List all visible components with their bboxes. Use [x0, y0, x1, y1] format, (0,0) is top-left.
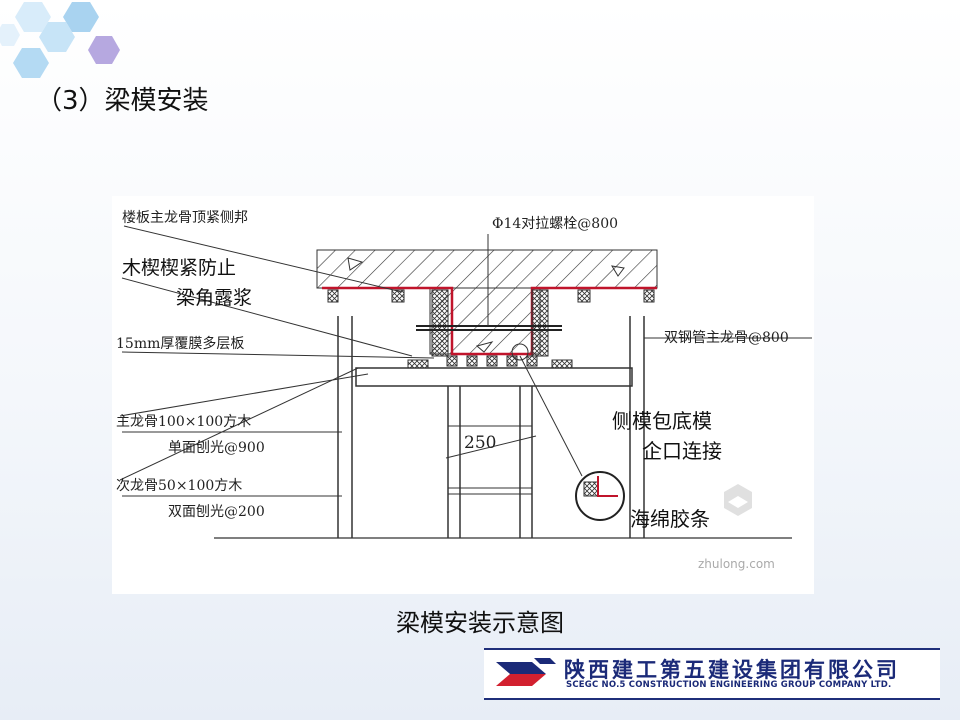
company-name-cn: 陕西建工第五建设集团有限公司: [564, 658, 900, 682]
main-timber: [355, 367, 633, 387]
watermark-text: zhulong.com: [698, 557, 775, 571]
label-steel-pipe: 双钢管主龙骨@800: [664, 330, 789, 346]
formwork-plywood: [322, 286, 657, 356]
dimension-label: 250: [464, 433, 496, 453]
label-side-1: 侧模包底模: [612, 409, 712, 433]
label-slab-joist: 楼板主龙骨顶紧侧邦: [122, 210, 248, 226]
company-logo-icon: [496, 658, 556, 686]
label-sponge: 海绵胶条: [630, 507, 710, 531]
label-side-2: 企口连接: [642, 439, 722, 463]
label-sec-joist-2: 双面刨光@200: [168, 504, 265, 520]
slide-title: （3）梁模安装: [36, 86, 209, 116]
watermark-logo: [724, 484, 752, 516]
figure-caption: 梁模安装示意图: [396, 609, 564, 637]
company-logo-banner: 陕西建工第五建设集团有限公司 SCEGC NO.5 CONSTRUCTION E…: [484, 648, 940, 700]
label-plywood: 15mm厚覆膜多层板: [116, 335, 244, 352]
label-main-joist-1: 主龙骨100×100方木: [116, 414, 251, 430]
beam-formwork-diagram: 250 楼板主龙骨顶紧侧邦 木楔楔紧防止 梁角露浆 15mm厚覆膜多层板 主龙骨…: [112, 196, 814, 594]
hexagon-decoration: [0, 2, 120, 78]
label-wedge-1: 木楔楔紧防止: [122, 257, 236, 279]
label-main-joist-2: 单面刨光@900: [168, 440, 265, 456]
concrete-slab: [316, 249, 658, 289]
label-bolt: Φ14对拉螺栓@800: [492, 216, 618, 232]
company-name-en: SCEGC NO.5 CONSTRUCTION ENGINEERING GROU…: [566, 680, 892, 690]
label-sec-joist-1: 次龙骨50×100方木: [116, 478, 242, 494]
label-wedge-2: 梁角露浆: [176, 287, 252, 309]
